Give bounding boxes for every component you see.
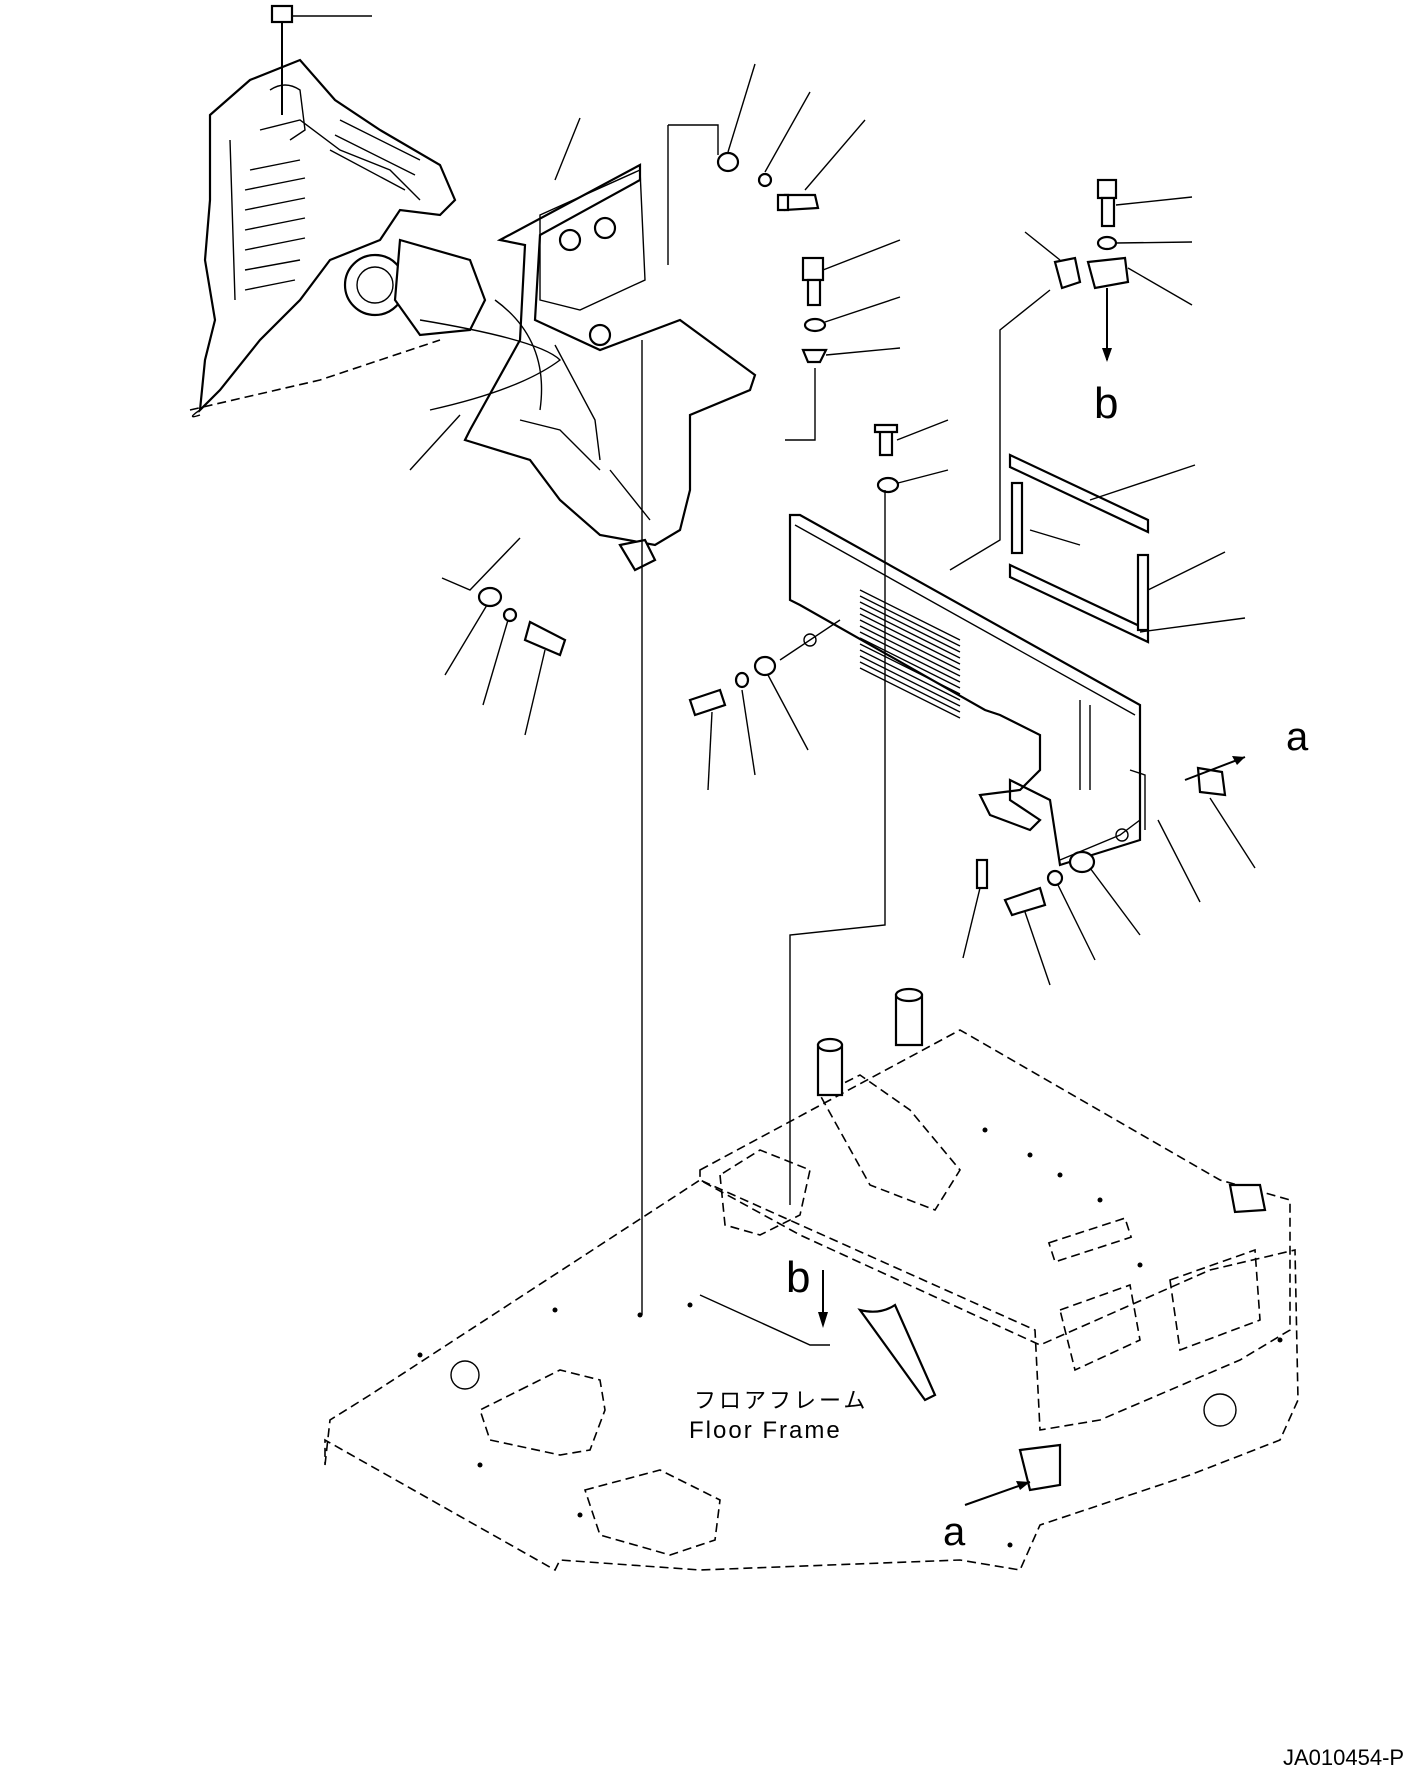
hardware-left [441,537,567,736]
hardware-upper-right [949,178,1193,571]
mounting-bracket [419,117,757,572]
floor-frame-label-en: Floor Frame [689,1417,842,1444]
blower-duct-assembly [189,4,487,418]
leader-line [789,490,886,1205]
hardware-top-center [667,63,949,494]
drawing-code: JA010454-P [1283,1745,1404,1770]
ref-a-top: a [1286,715,1309,759]
reference-arrows [818,1270,1031,1506]
duct-panel [788,513,1146,867]
floor-frame-label-jp: フロアフレーム [694,1388,868,1413]
seal-strips [1008,453,1246,644]
hardware-mid [688,619,841,791]
ref-b-top: b [1094,379,1118,428]
ref-b-bottom: b [786,1253,810,1302]
ref-a-bottom: a [943,1510,966,1554]
floor-frame [324,987,1299,1572]
hardware-right [962,756,1256,986]
leader-line [699,1294,830,1346]
